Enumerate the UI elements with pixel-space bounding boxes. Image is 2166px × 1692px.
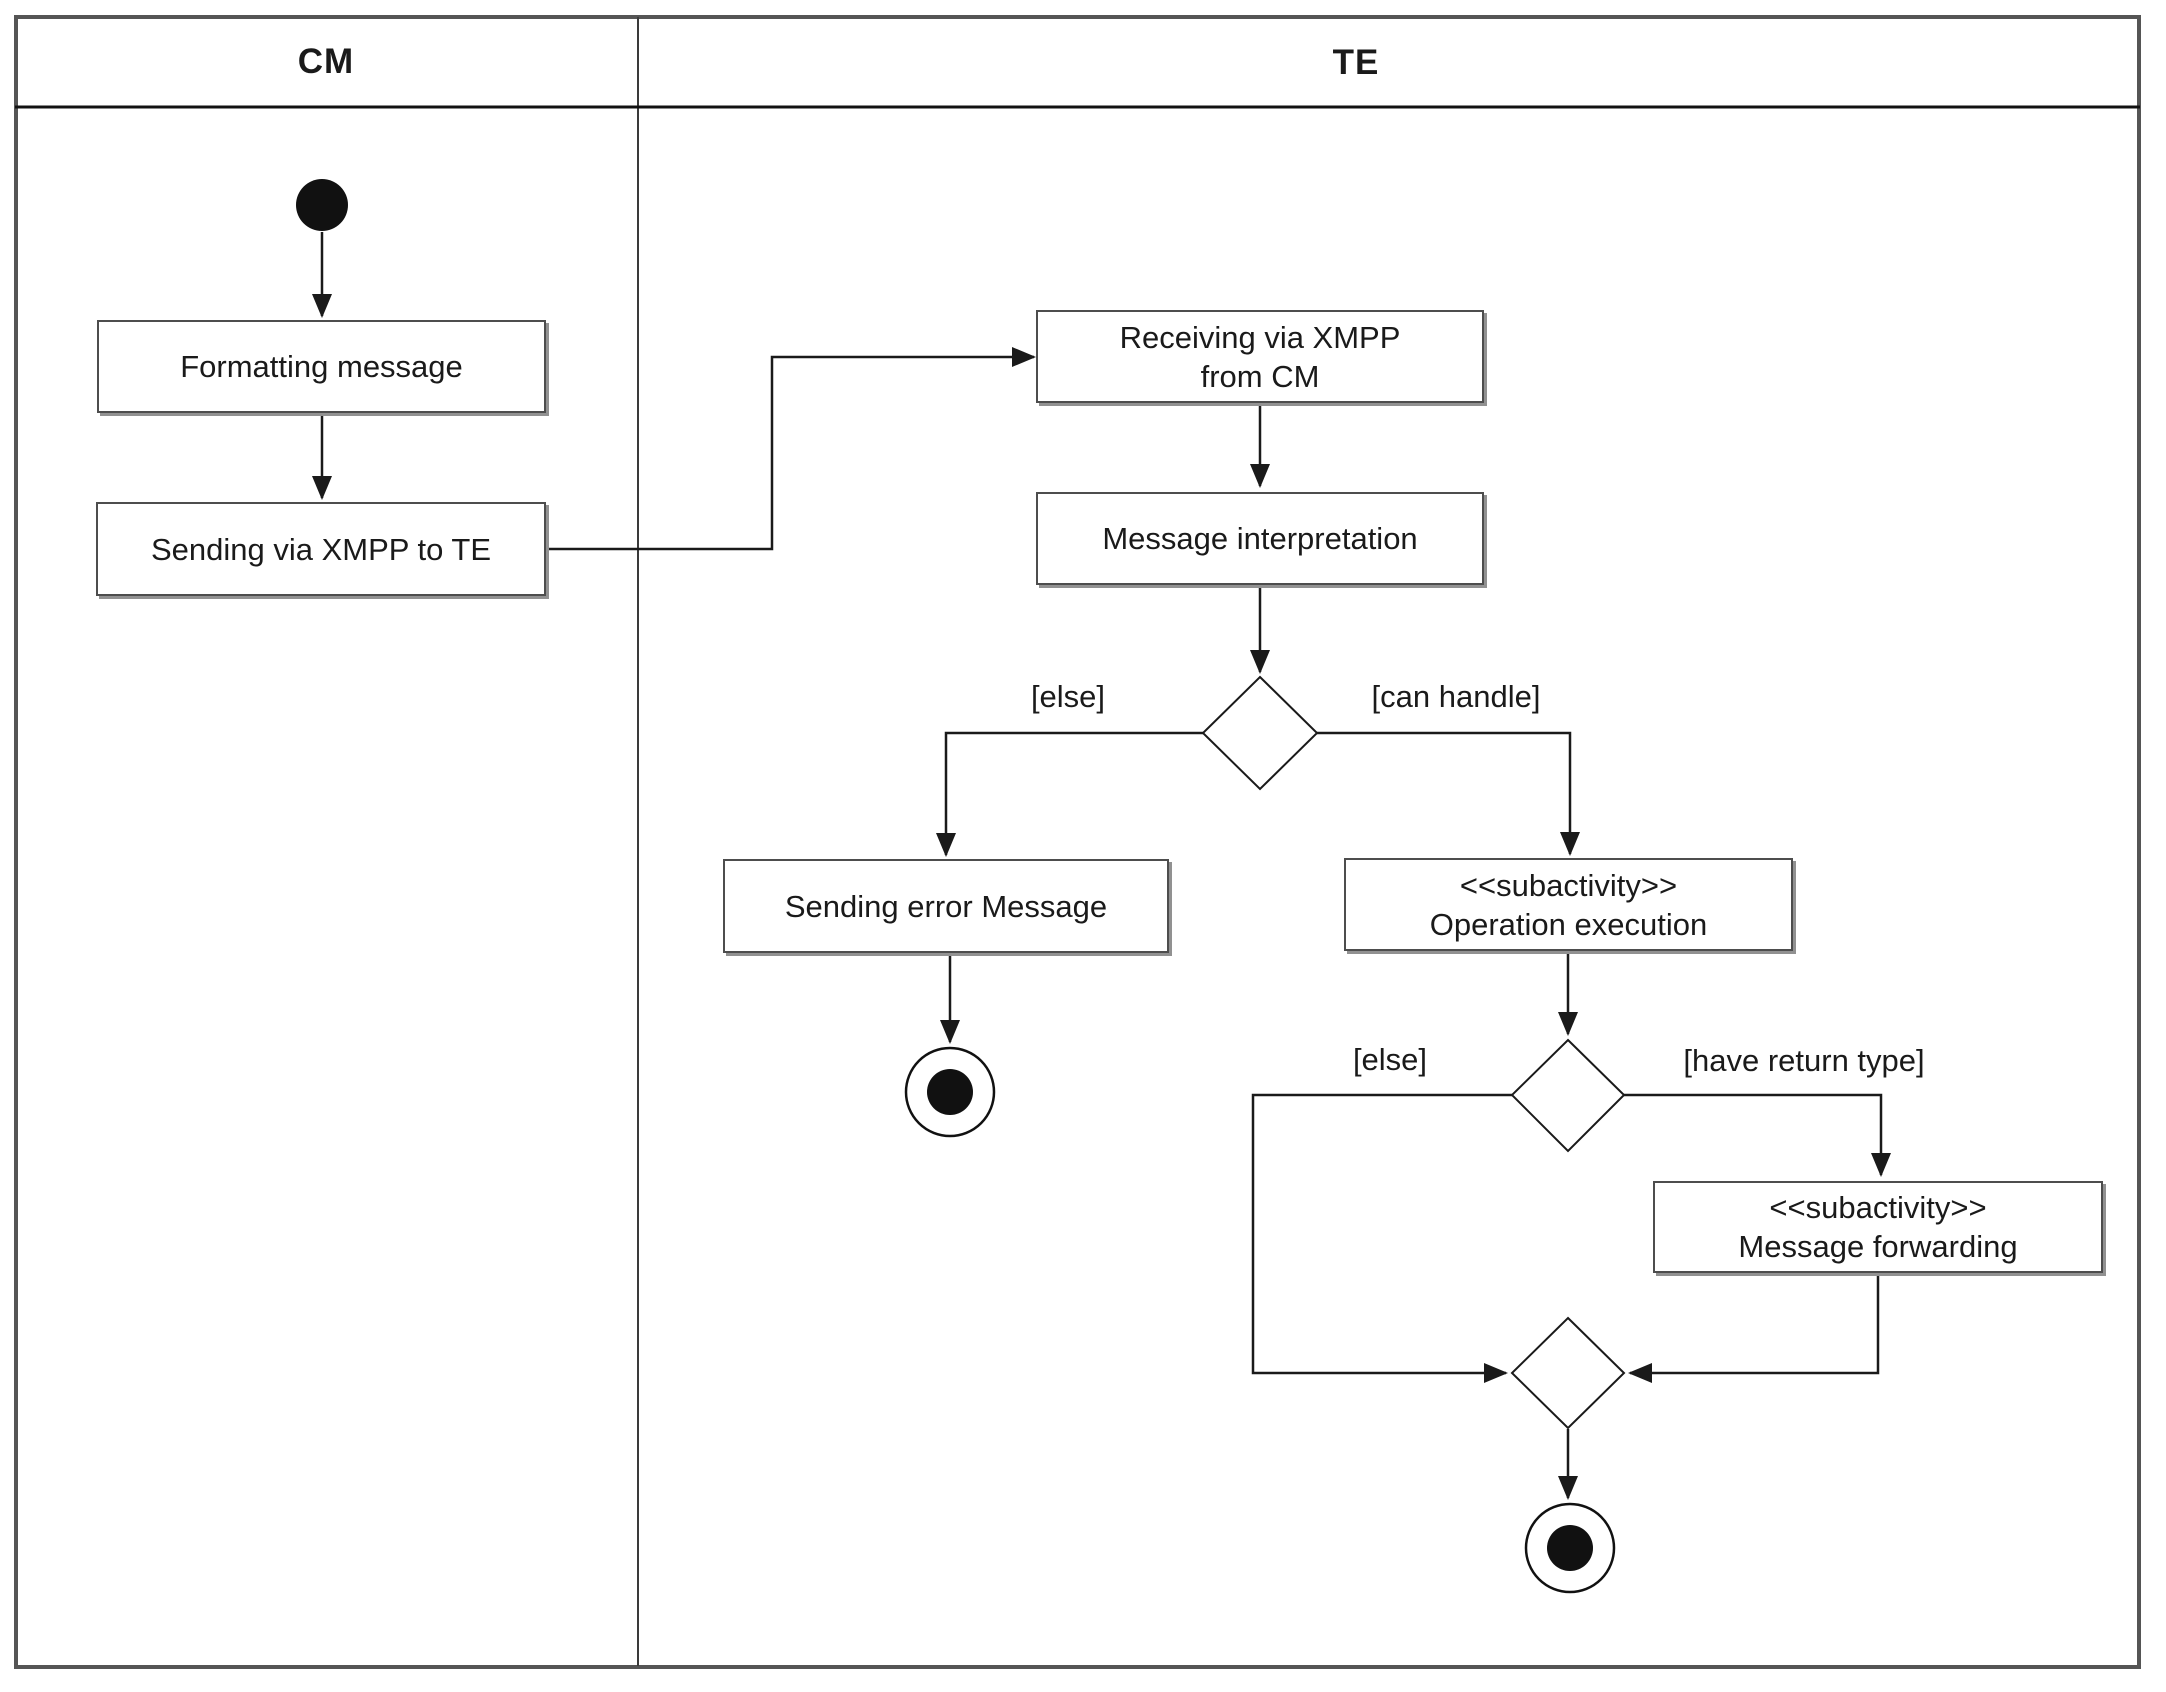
edge-decision1-else-to-error (936, 731, 1203, 857)
swimlane-header-cm: CM (297, 42, 355, 81)
merge-diamond-icon (1510, 1316, 1626, 1430)
activity-label-line1: Receiving via XMPP (1119, 319, 1401, 355)
edge-decision2-else-to-merge (1251, 1093, 1512, 1383)
guard-else-decision2: [else] (1352, 1042, 1428, 1077)
edge-decision1-canhandle-to-execution (1317, 731, 1580, 856)
guard-else-decision1: [else] (1030, 679, 1106, 714)
activity-label: Message interpretation (1102, 521, 1418, 556)
subactivity-label: Operation execution (1429, 906, 1708, 942)
activity-label-line2: from CM (1200, 358, 1320, 394)
decision2-diamond-icon (1510, 1038, 1626, 1153)
activity-label: Formatting message (180, 349, 463, 384)
decision1-diamond-icon (1201, 675, 1319, 791)
final-node1-inner-icon (927, 1069, 973, 1115)
guard-have-return-type: [have return type] (1683, 1043, 1925, 1078)
diagram-frame (14, 15, 2141, 1669)
activity-label: Sending error Message (784, 888, 1108, 924)
activity-formatting-message: Formatting message (97, 320, 546, 413)
subactivity-stereotype: <<subactivity>> (1769, 1190, 1987, 1225)
subactivity-label: Message forwarding (1738, 1229, 2018, 1264)
activity-sending-error-message: Sending error Message (723, 859, 1169, 953)
activity-message-interpretation: Message interpretation (1036, 492, 1484, 585)
swimlane-header-te: TE (1332, 43, 1380, 82)
activity-sending-via-xmpp: Sending via XMPP to TE (96, 502, 546, 596)
edge-forwarding-to-merge (1628, 1274, 1880, 1383)
edge-decision2-return-to-forwarding (1624, 1093, 1891, 1177)
final-node2-inner-icon (1547, 1525, 1593, 1571)
activity-receiving-via-xmpp: Receiving via XMPP from CM (1036, 310, 1484, 403)
guard-can-handle: [can handle] (1371, 679, 1541, 714)
subactivity-stereotype: <<subactivity>> (1459, 867, 1678, 903)
activity-label: Sending via XMPP to TE (150, 531, 492, 567)
edge-sending-to-receiving (546, 347, 1036, 551)
subactivity-operation-execution: <<subactivity>> Operation execution (1344, 858, 1793, 951)
subactivity-message-forwarding: <<subactivity>> Message forwarding (1653, 1181, 2103, 1273)
initial-node-icon (296, 179, 348, 231)
